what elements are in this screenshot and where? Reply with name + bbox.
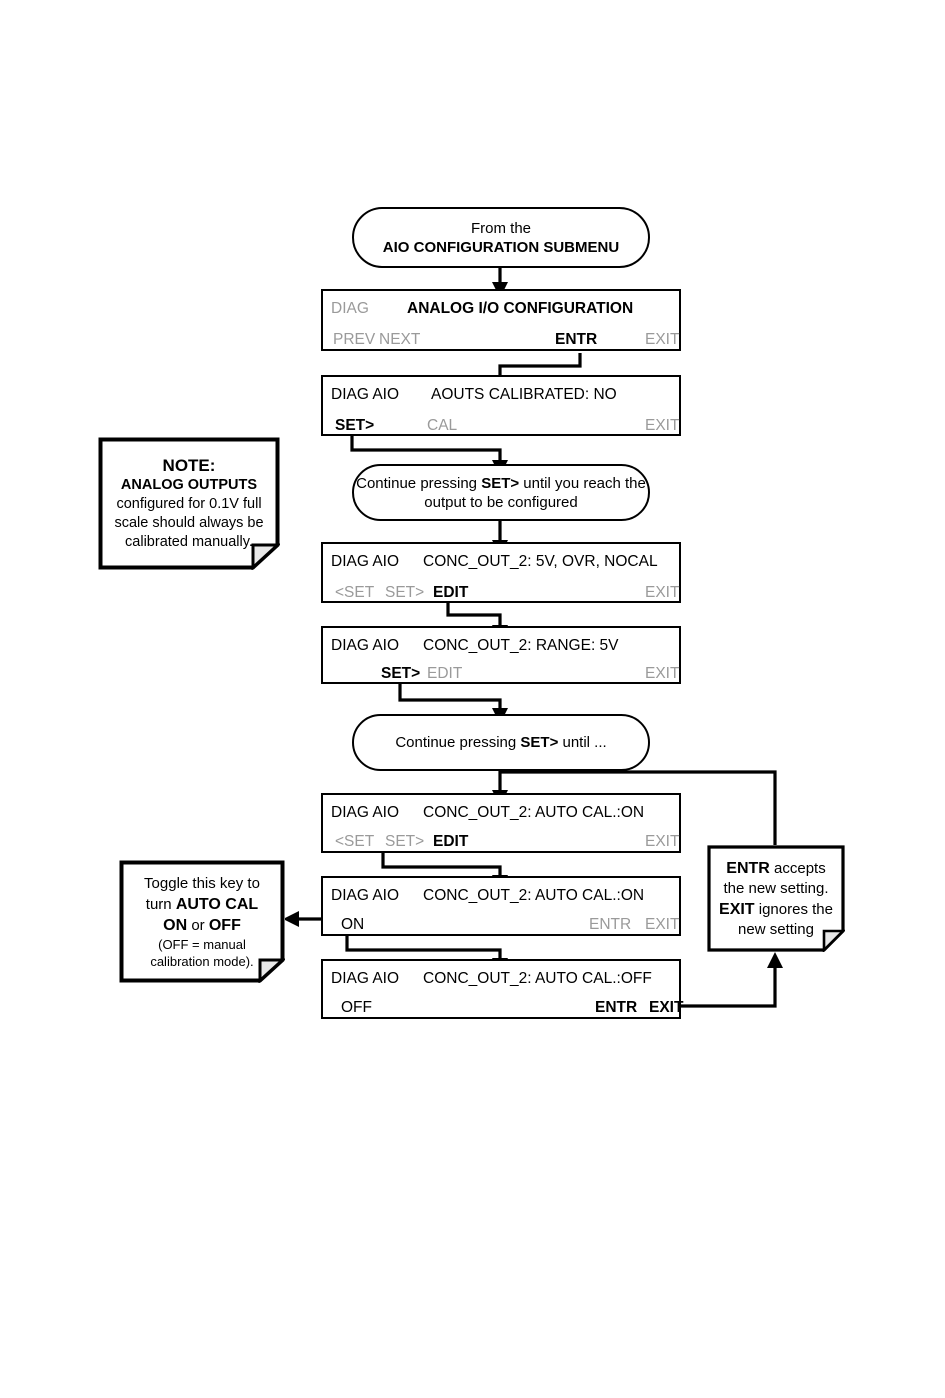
screen3-message: CONC_OUT_2: 5V, OVR, NOCAL: [423, 553, 658, 570]
key-edit[interactable]: EDIT: [433, 584, 469, 601]
screen4-message: CONC_OUT_2: RANGE: 5V: [423, 637, 619, 654]
note-toggle-line3: ON or OFF: [163, 916, 241, 934]
note-entrexit-line3: EXIT ignores the: [719, 900, 833, 918]
start-line1: From the: [470, 219, 531, 237]
display-auto-cal-value-off[interactable]: DIAG AIO CONC_OUT_2: AUTO CAL.:OFF OFF E…: [321, 959, 684, 1019]
screen7-message: CONC_OUT_2: AUTO CAL.:OFF: [423, 970, 652, 987]
note-toggle-line5: calibration mode).: [150, 953, 254, 969]
key-edit[interactable]: EDIT: [433, 833, 469, 850]
screen6-message: CONC_OUT_2: AUTO CAL.:ON: [423, 887, 645, 904]
continue-pressing-set-note-1: Continue pressing SET> until you reach t…: [352, 464, 650, 521]
key-entr[interactable]: ENTR: [555, 331, 598, 348]
note-analog-line1: ANALOG OUTPUTS: [120, 477, 258, 493]
note-entr-exit-behavior: ENTR accepts the new setting. EXIT ignor…: [707, 845, 845, 952]
key-exit[interactable]: EXIT: [649, 999, 684, 1016]
display-aouts-calibrated[interactable]: DIAG AIO AOUTS CALIBRATED: NO SET> CAL E…: [321, 375, 681, 436]
note-toggle-line2: turn AUTO CAL: [145, 895, 259, 913]
note-dogear-shape: [98, 437, 280, 570]
display-analog-io-configuration[interactable]: DIAG ANALOG I/O CONFIGURATION PREV NEXT …: [321, 289, 681, 351]
note-entrexit-line4: new setting: [738, 920, 814, 938]
note-analog-heading: NOTE:: [162, 456, 216, 475]
key-set-prev[interactable]: <SET: [335, 584, 375, 601]
screen5-status: DIAG AIO: [331, 804, 400, 821]
key-set-next[interactable]: SET>: [385, 833, 425, 850]
key-exit[interactable]: EXIT: [645, 916, 680, 933]
key-exit[interactable]: EXIT: [645, 584, 680, 601]
key-entr[interactable]: ENTR: [589, 916, 632, 933]
start-terminator: From the AIO CONFIGURATION SUBMENU: [352, 207, 650, 268]
key-cal[interactable]: CAL: [427, 417, 458, 434]
note-entrexit-line2: the new setting.: [723, 879, 829, 897]
screen2-status: DIAG AIO: [331, 386, 400, 403]
key-entr[interactable]: ENTR: [595, 999, 638, 1016]
screen6-status: DIAG AIO: [331, 887, 400, 904]
display-auto-cal-on-edit[interactable]: DIAG AIO CONC_OUT_2: AUTO CAL.:ON <SET S…: [321, 793, 681, 853]
note-analog-outputs: NOTE: ANALOG OUTPUTS configured for 0.1V…: [98, 437, 280, 570]
note-dogear-shape: [119, 860, 285, 983]
display-conc-out-2-summary[interactable]: DIAG AIO CONC_OUT_2: 5V, OVR, NOCAL <SET…: [321, 542, 681, 603]
screen5-message: CONC_OUT_2: AUTO CAL.:ON: [423, 804, 645, 821]
note-analog-line4: calibrated manually.: [125, 534, 253, 550]
note-entrexit-line1: ENTR accepts: [726, 859, 826, 877]
key-exit[interactable]: EXIT: [645, 417, 680, 434]
screen7-status: DIAG AIO: [331, 970, 400, 987]
continue1-line2: output to be configured: [424, 493, 578, 511]
screen1-status: DIAG: [331, 300, 369, 317]
continue2-line1: Continue pressing SET> until ...: [395, 734, 607, 751]
continue1-line1: Continue pressing SET> until you reach t…: [356, 474, 646, 492]
key-prev[interactable]: PREV: [333, 331, 376, 348]
key-edit[interactable]: EDIT: [427, 665, 463, 682]
note-toggle-line1: Toggle this key to: [144, 874, 260, 892]
note-analog-line3: scale should always be: [114, 515, 264, 531]
display-auto-cal-value-on[interactable]: DIAG AIO CONC_OUT_2: AUTO CAL.:ON ON ENT…: [321, 876, 681, 936]
note-dogear-shape: [707, 845, 845, 952]
key-exit[interactable]: EXIT: [645, 665, 680, 682]
key-set-next[interactable]: SET>: [335, 417, 375, 434]
note-analog-line2: configured for 0.1V full: [116, 496, 262, 512]
key-toggle-off[interactable]: OFF: [341, 999, 372, 1016]
key-toggle-on[interactable]: ON: [341, 916, 365, 933]
screen2-message: AOUTS CALIBRATED: NO: [431, 386, 617, 403]
start-line2: AIO CONFIGURATION SUBMENU: [382, 238, 620, 256]
display-conc-out-2-range[interactable]: DIAG AIO CONC_OUT_2: RANGE: 5V SET> EDIT…: [321, 626, 681, 684]
key-set-prev[interactable]: <SET: [335, 833, 375, 850]
note-toggle-line4: (OFF = manual: [158, 936, 246, 952]
note-toggle-auto-cal: Toggle this key to turn AUTO CAL ON or O…: [119, 860, 285, 983]
screen1-message: ANALOG I/O CONFIGURATION: [407, 300, 634, 317]
screen3-status: DIAG AIO: [331, 553, 400, 570]
key-next[interactable]: NEXT: [379, 331, 421, 348]
continue-pressing-set-note-2: Continue pressing SET> until ...: [352, 714, 650, 771]
key-exit[interactable]: EXIT: [645, 833, 680, 850]
key-exit[interactable]: EXIT: [645, 331, 680, 348]
screen4-status: DIAG AIO: [331, 637, 400, 654]
key-set-next[interactable]: SET>: [381, 665, 421, 682]
key-set-next[interactable]: SET>: [385, 584, 425, 601]
